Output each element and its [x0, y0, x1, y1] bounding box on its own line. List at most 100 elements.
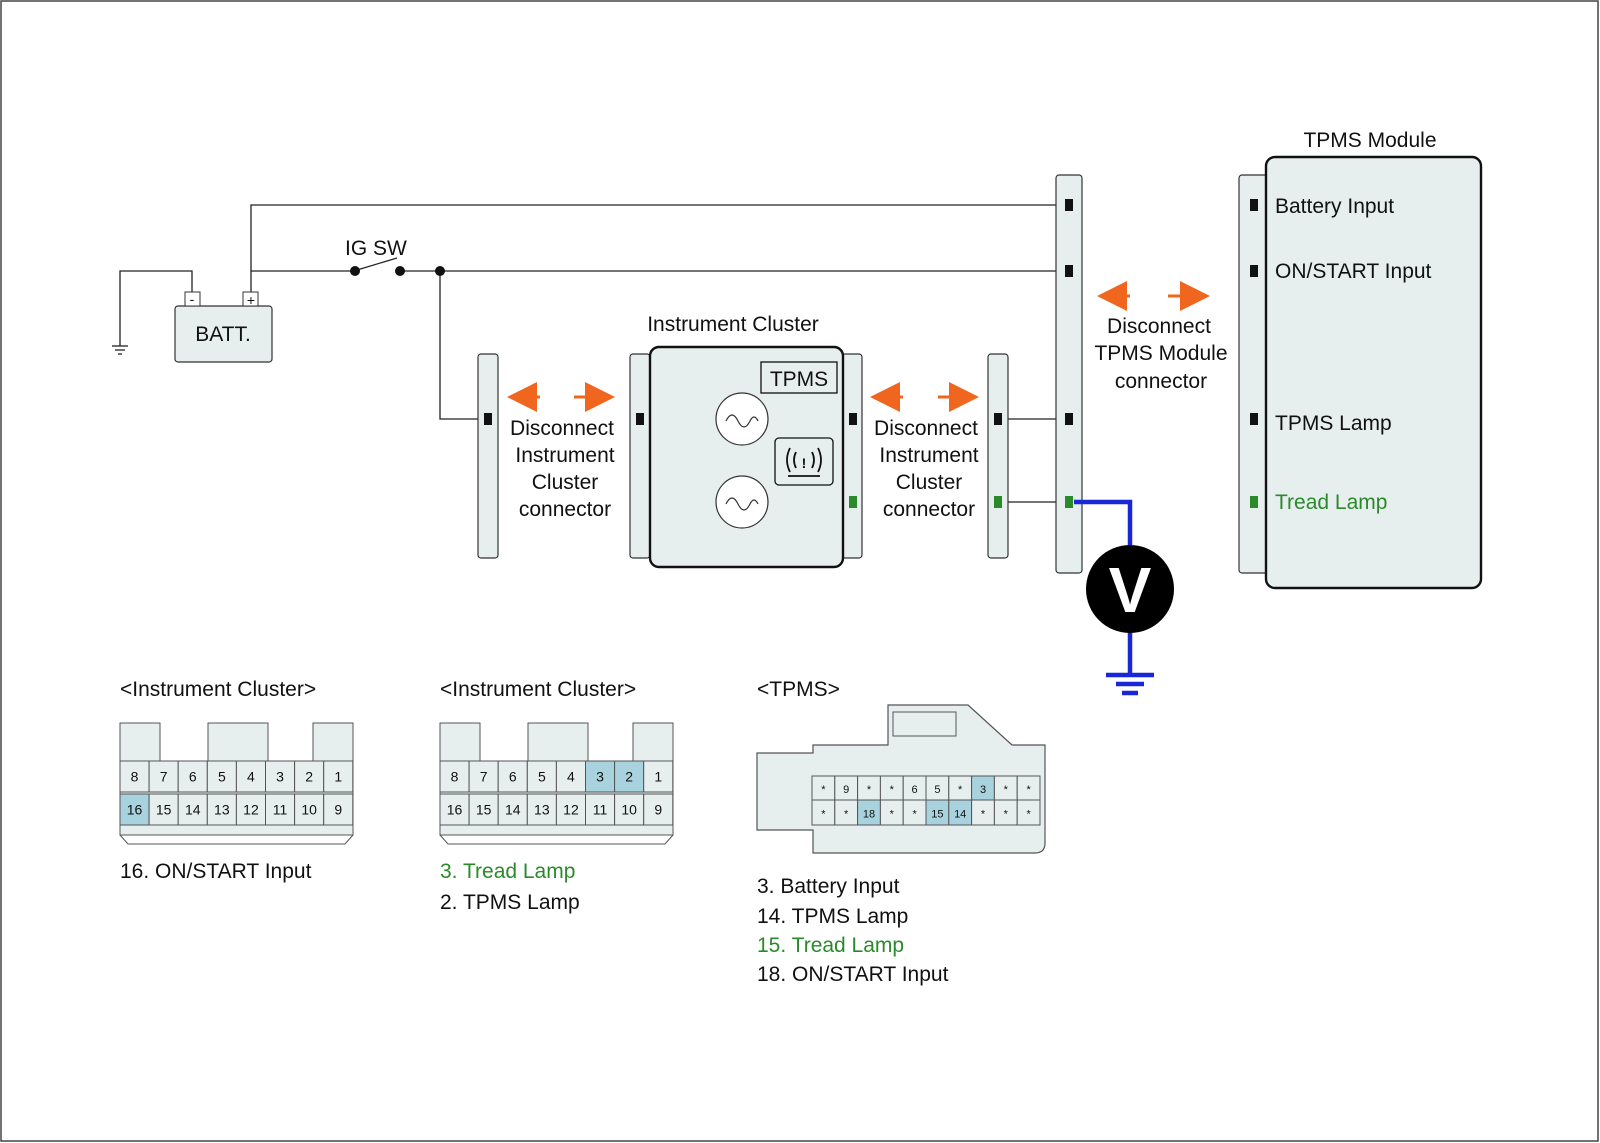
pin-label: 15	[476, 802, 492, 818]
pin-label: *	[958, 784, 963, 796]
pin-label: 6	[189, 769, 197, 785]
junction-dot-icon	[435, 266, 445, 276]
tpms-badge: TPMS	[770, 368, 828, 391]
connector-note: 15. Tread Lamp	[757, 934, 904, 957]
pin-cell	[1016, 799, 1041, 826]
pin-cell	[294, 793, 325, 826]
pin-label: 8	[131, 769, 139, 785]
pin-cell	[555, 793, 587, 826]
pin-cell	[643, 760, 674, 793]
pin-label: 2	[305, 769, 313, 785]
pin-label: 11	[273, 802, 288, 818]
disconnect-mid-line: Instrument	[879, 444, 978, 467]
disconnect-left-line: Instrument	[515, 444, 614, 467]
battery-plus-label: +	[247, 292, 255, 308]
pin-cell	[439, 793, 470, 826]
pin-label: *	[821, 809, 826, 821]
pin-label: 5	[538, 769, 546, 785]
disconnect-mid-line: Disconnect	[874, 417, 978, 440]
connector-note: 3. Battery Input	[757, 875, 900, 898]
ig-switch-contact-icon	[350, 266, 360, 276]
pin-label: 4	[567, 769, 575, 785]
pin-label: *	[1004, 809, 1009, 821]
voltmeter-label: V	[1109, 554, 1152, 626]
pin-label: 4	[247, 769, 255, 785]
pin-cell	[265, 760, 296, 793]
pin-icon	[484, 413, 492, 425]
pin-label: 5	[934, 784, 940, 796]
pin-cell	[468, 760, 499, 793]
disconnect-tpms-line: TPMS Module	[1094, 342, 1227, 365]
pin-label: 9	[843, 784, 849, 796]
pin-label: 3	[276, 769, 284, 785]
pin-icon	[994, 496, 1002, 508]
tpms-module-title: TPMS Module	[1303, 129, 1436, 152]
pin-cell	[323, 793, 354, 826]
pin-label: 12	[243, 802, 259, 818]
tpms-warning-symbol: !	[802, 455, 807, 471]
voltmeter: V	[1074, 499, 1174, 696]
tpms-pin-tread-lamp: Tread Lamp	[1275, 491, 1387, 514]
pin-label: 15	[156, 802, 172, 818]
pin-label: *	[981, 809, 986, 821]
pin-label: 10	[301, 802, 317, 818]
pin-label: 18	[863, 809, 875, 821]
pin-cell	[555, 760, 587, 793]
pin-cell	[497, 760, 528, 793]
pin-label: *	[1026, 809, 1031, 821]
pin-label: 8	[451, 769, 459, 785]
connector-note: 3. Tread Lamp	[440, 860, 575, 883]
pin-label: 5	[218, 769, 226, 785]
lamp-icon	[715, 475, 769, 529]
pin-cell	[148, 760, 179, 793]
pin-label: 2	[625, 769, 633, 785]
pin-cell	[294, 760, 325, 793]
pin-cell	[206, 793, 237, 826]
pin-label: 1	[334, 769, 342, 785]
pin-label: 16	[127, 802, 143, 818]
disconnect-left-line: Disconnect	[510, 417, 614, 440]
harness-connector-mid	[987, 353, 1009, 559]
pin-cell	[439, 760, 470, 793]
connector-note: 14. TPMS Lamp	[757, 905, 908, 928]
pin-label: 14	[954, 809, 966, 821]
battery-minus-label: -	[190, 291, 195, 307]
pin-cell	[265, 793, 296, 826]
disconnect-tpms-line: Disconnect	[1107, 315, 1211, 338]
pin-cell	[235, 793, 266, 826]
pin-cell	[206, 760, 237, 793]
tpms-pin-on-start-input: ON/START Input	[1275, 260, 1432, 283]
pin-label: *	[844, 809, 849, 821]
battery: - + BATT.	[174, 291, 273, 363]
pin-cell	[614, 793, 645, 826]
pin-label: 3	[596, 769, 604, 785]
pin-label: 15	[931, 809, 943, 821]
pin-cell	[177, 793, 208, 826]
pin-label: 7	[160, 769, 168, 785]
pin-label: 13	[214, 802, 230, 818]
battery-label: BATT.	[195, 323, 251, 346]
pin-cell	[119, 760, 150, 793]
tpms-pin-battery-input: Battery Input	[1275, 195, 1394, 218]
instrument-cluster: Instrument Cluster TPMS !	[629, 313, 863, 569]
disconnect-tpms: Disconnect TPMS Module connector	[1094, 281, 1228, 393]
pin-label: 14	[185, 802, 201, 818]
disconnect-mid: Disconnect Instrument Cluster connector	[870, 382, 979, 521]
harness-connector-left	[477, 353, 499, 559]
pin-label: 6	[509, 769, 517, 785]
pin-label: 10	[621, 802, 637, 818]
pin-label: 16	[447, 802, 463, 818]
instrument-cluster-title: Instrument Cluster	[647, 313, 819, 336]
pin-label: *	[1004, 784, 1009, 796]
pin-cell	[323, 760, 354, 793]
pin-label: 9	[334, 802, 342, 818]
harness-connector-tpms	[1055, 174, 1083, 574]
pin-label: 11	[593, 802, 608, 818]
pin-label: 6	[912, 784, 918, 796]
tpms-pin-tpms-lamp: TPMS Lamp	[1275, 412, 1392, 435]
pin-icon	[994, 413, 1002, 425]
